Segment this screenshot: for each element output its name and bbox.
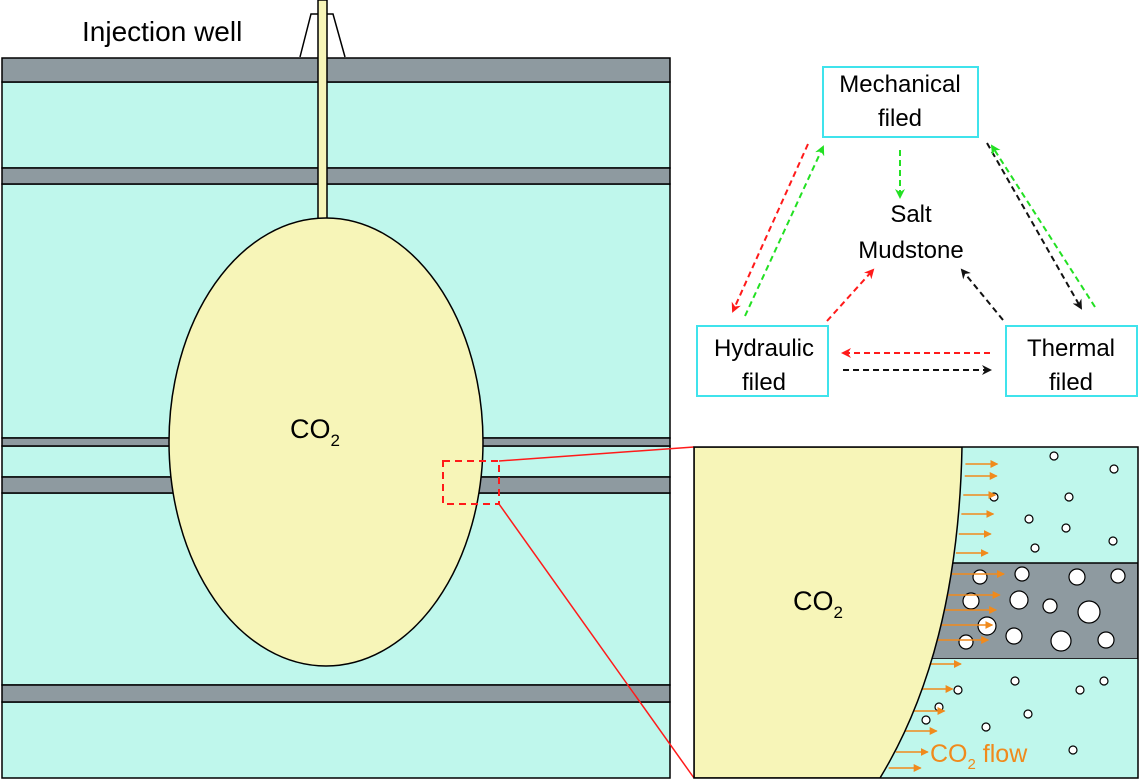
- pore: [1068, 745, 1078, 755]
- pore: [1024, 514, 1034, 524]
- pore: [921, 715, 931, 725]
- salt-mudstone-label-2: Mudstone: [858, 237, 963, 264]
- co2-label: CO2: [290, 414, 340, 450]
- salt-layer: [1, 81, 671, 169]
- pore: [962, 592, 980, 610]
- mudstone-interlayer: [1, 167, 671, 185]
- hydraulic-field-label: Hydraulic: [714, 335, 814, 362]
- pore: [1064, 492, 1074, 502]
- thermal-field-label-2: filed: [1049, 369, 1093, 396]
- pore: [1099, 676, 1109, 686]
- zoom-connector-top: [498, 446, 695, 462]
- zoom-co2-label: CO2: [793, 586, 843, 622]
- arrow-mechanical-to-thermal: [986, 142, 1082, 310]
- pore: [1030, 543, 1040, 553]
- zoom-selection-box: [442, 460, 500, 505]
- well-pipe: [317, 0, 328, 223]
- pore: [1068, 568, 1086, 586]
- arrow-hydraulic-to-mechanical: [744, 145, 825, 317]
- pore: [1050, 630, 1072, 652]
- salt-mudstone-label: Salt: [890, 201, 932, 228]
- mechanical-field-label: Mechanical: [839, 71, 960, 98]
- arrow-hydraulic-to-center: [826, 268, 875, 322]
- reservoir-cross-section: CO2: [1, 0, 671, 779]
- thermal-field-box: [1005, 325, 1138, 397]
- thermal-field-label: Thermal: [1027, 335, 1115, 362]
- pore: [1049, 451, 1059, 461]
- pore: [981, 722, 991, 732]
- pore: [1005, 627, 1023, 645]
- arrow-thermal-to-center: [960, 268, 1004, 321]
- pore: [972, 569, 988, 585]
- pore: [1042, 598, 1058, 614]
- zoom-connector-bottom: [498, 503, 695, 779]
- pore: [1010, 676, 1020, 686]
- hydraulic-field-box: [696, 325, 829, 397]
- pore: [1023, 709, 1033, 719]
- mudstone-interlayer: [1, 684, 671, 703]
- pore: [977, 616, 997, 636]
- zoom-frame: [693, 446, 1139, 779]
- arrow-thermal-to-mechanical: [990, 144, 1096, 308]
- pore: [1077, 600, 1101, 624]
- pore: [1014, 566, 1030, 582]
- arrow-mechanical-to-hydraulic: [731, 143, 809, 313]
- pore: [958, 634, 974, 650]
- pore: [1110, 568, 1126, 584]
- pore: [1075, 685, 1085, 695]
- co2-flow-label: CO2 flow: [930, 740, 1028, 773]
- co2-cavern: [168, 217, 484, 667]
- pore: [1108, 536, 1118, 546]
- pore: [953, 685, 963, 695]
- pore: [1109, 464, 1119, 474]
- injection-well-label: Injection well: [82, 16, 242, 47]
- salt-layer: [1, 701, 671, 779]
- pore: [1061, 523, 1071, 533]
- pore: [1009, 590, 1029, 610]
- mechanical-field-box: [822, 66, 979, 138]
- mudstone-interlayer: [1, 57, 671, 83]
- pore: [934, 702, 944, 712]
- zoom-co2-region: [694, 447, 963, 778]
- mechanical-field-label-2: filed: [878, 105, 922, 132]
- pore: [1097, 631, 1115, 649]
- zoom-inset: CO2 CO2 flow: [693, 446, 1139, 779]
- coupling-diagram: Mechanical filed Hydraulic filed Thermal…: [696, 66, 1138, 397]
- hydraulic-field-label-2: filed: [742, 369, 786, 396]
- co2-flow-arrows: [888, 460, 1006, 772]
